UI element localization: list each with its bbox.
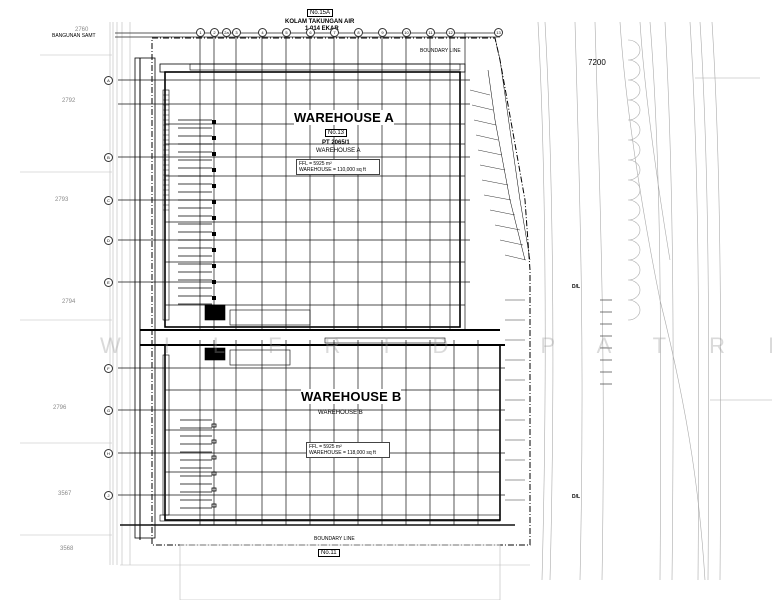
lot-2793: 2793: [55, 197, 69, 203]
right-ramp: [487, 37, 531, 261]
warehouse-a-area-box: FFL = 5925 m² WAREHOUSE = 110,000 sq ft: [296, 159, 380, 175]
warehouse-a-area-line1: FFL = 5925 m²: [299, 161, 332, 167]
grid-bubble: 13: [494, 28, 503, 37]
dock-doors-b: [211, 423, 217, 508]
grid-bubble: 11: [426, 28, 435, 37]
road-level: 7200: [588, 58, 606, 67]
warehouse-b-grid: [118, 340, 515, 526]
grid-bubble: B: [104, 153, 113, 162]
grid-bubble: J: [104, 491, 113, 500]
watermark: WILFRID PATRICK: [100, 333, 772, 358]
lot-2796: 2796: [53, 405, 67, 411]
loading-docks: [159, 63, 501, 522]
parking-stalls-b: [180, 419, 212, 509]
warehouse-a-area-line2: WAREHOUSE = 110,000 sq ft: [299, 167, 366, 173]
warehouse-a-grid: [118, 33, 470, 330]
dock-doors-a: [212, 120, 216, 300]
pond-lot-number: No.15A: [307, 9, 334, 17]
grid-bubble: D: [104, 236, 113, 245]
grid-bubble: 2a: [222, 28, 231, 37]
warehouse-b-outline: [140, 329, 505, 521]
grid-bubble: 7: [330, 28, 339, 37]
grid-bubble: 12: [446, 28, 455, 37]
grid-bubble: 2: [210, 28, 219, 37]
warehouse-b-area-box: FFL = 5925 m² WAREHOUSE = 118,000 sq ft: [306, 442, 390, 458]
grid-bubble: A: [104, 76, 113, 85]
warehouse-a-outline: [159, 63, 466, 328]
warehouse-b-area-line2: WAREHOUSE = 118,000 sq ft: [309, 450, 376, 456]
warehouse-a-subtitle: WAREHOUSE A: [316, 148, 361, 154]
grid-bubble: H: [104, 449, 113, 458]
grid-bubble: 1: [196, 28, 205, 37]
grid-bubble: E: [104, 278, 113, 287]
lot-3567: 3567: [58, 491, 72, 497]
planter-scallops: [627, 39, 641, 321]
lot-2760: 2760: [75, 27, 89, 33]
lot-2792: 2792: [62, 98, 76, 104]
warehouse-b-title: WAREHOUSE B: [301, 389, 402, 404]
kerb-ticks: [600, 299, 612, 385]
grid-bubble: 9: [378, 28, 387, 37]
pond-area: 1.014 EKAR: [305, 26, 339, 32]
warehouse-a-title: WAREHOUSE A: [294, 110, 394, 125]
grid-bubble: 8: [354, 28, 363, 37]
parking-stalls-a: [178, 119, 212, 305]
boundary-label-top: BOUNDARY LINE: [420, 48, 461, 54]
grid-bubble: 4: [258, 28, 267, 37]
highway-lines: [537, 21, 772, 581]
chainage-label: D/L: [572, 494, 581, 500]
warehouse-a-lot: No.13: [325, 129, 348, 137]
warehouse-a-pt: PT 2065/1: [322, 140, 350, 146]
grid-bubble: 5: [282, 28, 291, 37]
left-road-lines: [20, 22, 530, 566]
dock-hatch: [163, 94, 169, 211]
warehouse-b-subtitle: WAREHOUSE B: [318, 410, 363, 416]
ramp-hatch: [469, 89, 527, 501]
lot-3568: 3568: [60, 546, 74, 552]
grid-bubble: 6: [306, 28, 315, 37]
grid-bubble: 10: [402, 28, 411, 37]
boundary-label-bottom: BOUNDARY LINE: [314, 536, 355, 542]
grid-bubble: 3: [232, 28, 241, 37]
pond-title: KOLAM TAKUNGAN AIR: [285, 19, 355, 25]
bottom-neighbor: [179, 544, 501, 600]
bottom-lot-number: No.11: [318, 549, 340, 557]
top-left-label: BANGUNAN SAMT: [52, 33, 96, 39]
lot-2794: 2794: [62, 299, 76, 305]
warehouse-b-area-line1: FFL = 5925 m²: [309, 444, 342, 450]
chainage-label: D/L: [572, 284, 581, 290]
grid-bubble: F: [104, 364, 113, 373]
grid-bubble: G: [104, 406, 113, 415]
grid-bubble: C: [104, 196, 113, 205]
middle-service-strip: [204, 304, 446, 366]
